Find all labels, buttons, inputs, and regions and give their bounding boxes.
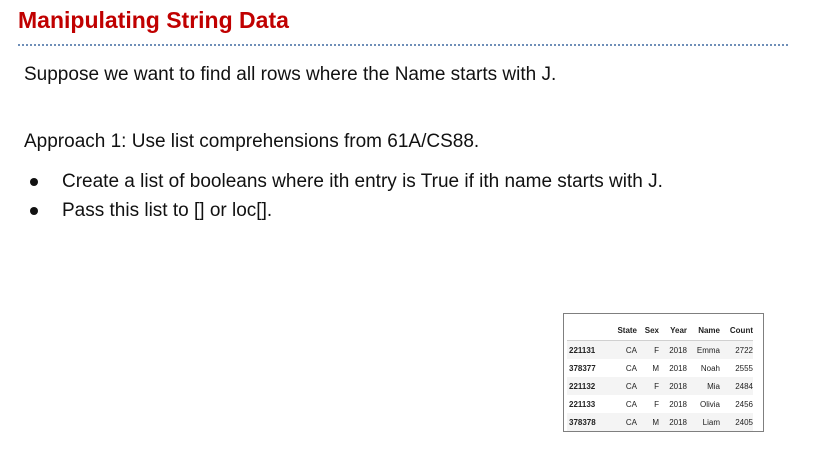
bullet-list: Create a list of booleans where ith entr… <box>30 167 663 225</box>
table-row: 221133 CA F 2018 Olivia 2456 <box>567 395 753 413</box>
row-index: 221132 <box>567 377 603 395</box>
slide-title: Manipulating String Data <box>18 7 289 33</box>
column-header-year: Year <box>659 320 687 341</box>
cell-state: CA <box>625 363 637 373</box>
table-row: 378378 CA M 2018 Liam 2405 <box>567 413 753 431</box>
table-row: 221132 CA F 2018 Mia 2484 <box>567 377 753 395</box>
bullet-item: Pass this list to [] or loc[]. <box>30 196 663 225</box>
cell-count: 2405 <box>720 413 753 431</box>
column-header-index <box>567 320 603 341</box>
approach-heading: Approach 1: Use list comprehensions from… <box>24 131 480 152</box>
bullet-dot-icon <box>30 177 38 186</box>
cell-year: 2018 <box>669 399 687 409</box>
cell-year: 2018 <box>659 377 687 395</box>
bullet-dot-icon <box>30 206 38 215</box>
table-row: 378377 CA M 2018 Noah 2555 <box>567 359 753 377</box>
cell-name: Liam <box>687 413 720 431</box>
cell-name: Mia <box>687 377 720 395</box>
cell-sex: M <box>637 413 659 431</box>
table-row: 221131 CA F 2018 Emma 2722 <box>567 340 753 359</box>
cell-sex: F <box>637 377 659 395</box>
row-index: 378377 <box>569 363 596 373</box>
cell-sex: F <box>637 340 659 359</box>
cell-count: 2456 <box>735 399 753 409</box>
column-header-sex: Sex <box>637 320 659 341</box>
cell-count: 2484 <box>720 377 753 395</box>
cell-year: 2018 <box>669 363 687 373</box>
bullet-item: Create a list of booleans where ith entr… <box>30 167 663 196</box>
cell-state: CA <box>625 399 637 409</box>
row-index: 221131 <box>567 340 603 359</box>
cell-state: CA <box>603 413 637 431</box>
cell-year: 2018 <box>659 340 687 359</box>
cell-sex: F <box>654 399 659 409</box>
column-header-name: Name <box>687 320 720 341</box>
cell-count: 2555 <box>735 363 753 373</box>
dataframe-table: State Sex Year Name Count 221131 CA F 20… <box>567 320 753 431</box>
cell-year: 2018 <box>659 413 687 431</box>
cell-state: CA <box>603 377 637 395</box>
cell-state: CA <box>603 340 637 359</box>
title-divider <box>18 44 788 46</box>
cell-name: Emma <box>687 340 720 359</box>
column-header-count: Count <box>720 320 753 341</box>
intro-text: Suppose we want to find all rows where t… <box>24 64 557 85</box>
table-header-row: State Sex Year Name Count <box>567 320 753 341</box>
dataframe-table-frame: State Sex Year Name Count 221131 CA F 20… <box>563 313 764 432</box>
column-header-state: State <box>603 320 637 341</box>
row-index: 378378 <box>567 413 603 431</box>
bullet-text: Create a list of booleans where ith entr… <box>62 170 663 192</box>
row-index: 221133 <box>569 399 596 409</box>
cell-count: 2722 <box>720 340 753 359</box>
cell-sex: M <box>652 363 659 373</box>
cell-name: Olivia <box>699 399 720 409</box>
cell-name: Noah <box>700 363 720 373</box>
bullet-text: Pass this list to [] or loc[]. <box>62 199 273 221</box>
